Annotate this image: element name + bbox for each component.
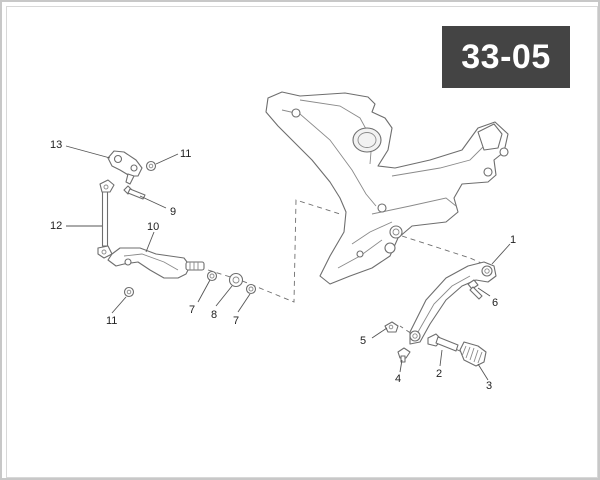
page-code-badge: 33-05 [442,26,570,88]
part-1-shift-lever [409,261,497,345]
callout-9: 9 [170,206,176,218]
part-7-clip-left [206,270,218,282]
callout-12: 12 [50,220,62,232]
callout-10: 10 [147,221,159,233]
part-11-nut-upper [145,160,157,172]
callout-2: 2 [436,368,442,380]
part-7-clip-right [245,283,257,295]
callout-13: 13 [50,139,62,151]
part-2-pivot-pin [427,333,459,352]
leader-lines [65,145,511,381]
part-13-upper-lever [107,150,143,185]
callout-3: 3 [486,380,492,392]
part-4-screw [397,347,411,363]
callout-11-upper: 11 [180,148,191,160]
part-12-linkage-rod [97,179,115,259]
part-5-circlip [384,321,399,333]
part-3-rubber-peg [459,341,487,367]
callout-6: 6 [492,297,498,309]
part-11-nut-lower [123,286,135,298]
part-10-linkage-arm [107,247,205,279]
callout-labels: 13 11 9 12 10 11 7 8 7 1 6 5 4 2 3 [50,139,516,392]
callout-4: 4 [395,373,401,385]
callout-11-lower: 11 [106,315,117,327]
callout-1: 1 [510,234,516,246]
part-8-washer [228,272,244,288]
callout-7-left: 7 [189,304,195,316]
callout-5: 5 [360,335,366,347]
callout-7-right: 7 [233,315,239,327]
frame-bracket [265,91,509,285]
callout-8: 8 [211,309,217,321]
diagram-inner-border [6,6,598,478]
part-6-screw [467,279,483,300]
